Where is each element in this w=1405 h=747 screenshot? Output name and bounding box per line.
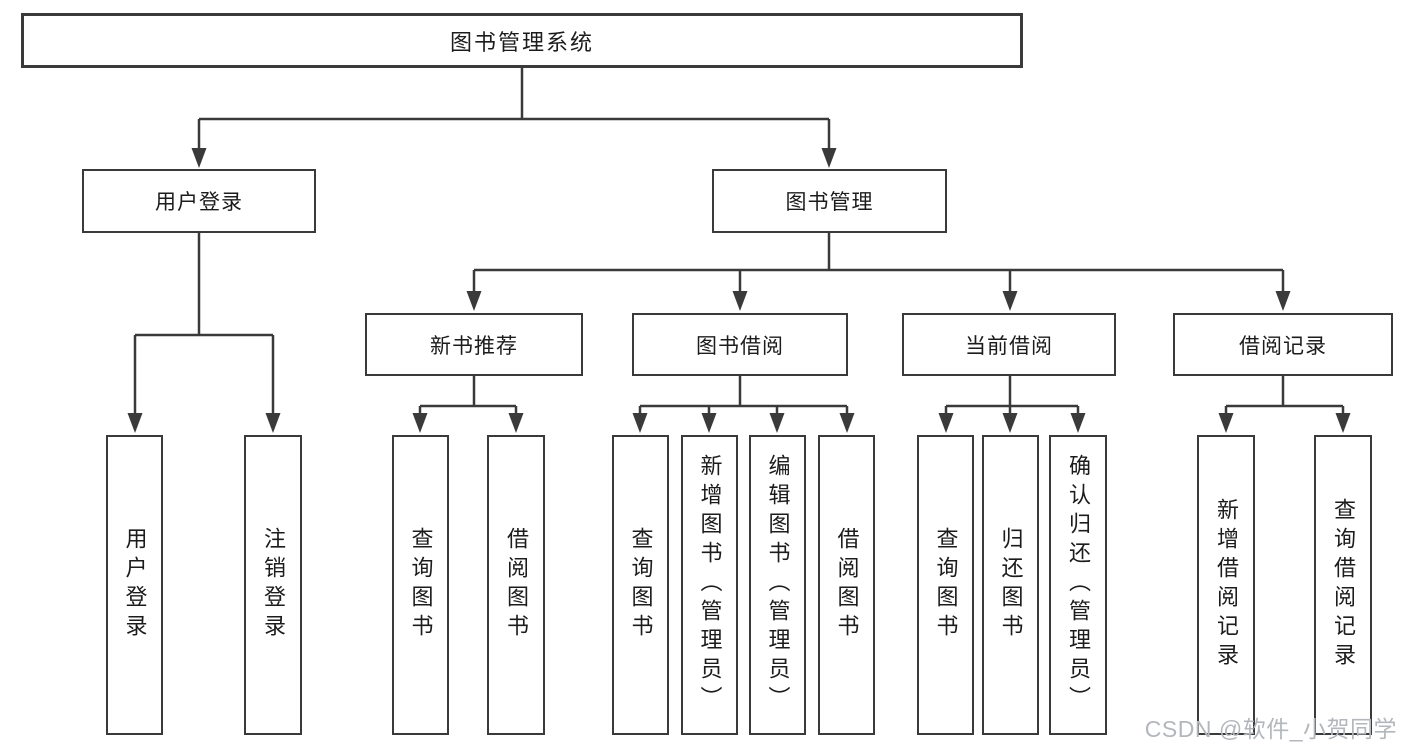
leaf-borrow-query-books: 查询图书	[612, 435, 669, 735]
node-borrowing-records: 借阅记录	[1173, 313, 1393, 376]
csdn-watermark: CSDN @软件_小贺同学	[1144, 716, 1397, 742]
node-new-book-recommendation: 新书推荐	[365, 313, 583, 376]
node-library-management-system: 图书管理系统	[21, 13, 1023, 68]
leaf-user-login: 用户登录	[106, 435, 163, 735]
connector-user-login-group	[133, 233, 275, 415]
node-user-login: 用户登录	[82, 169, 316, 233]
leaf-records-query-record: 查询借阅记录	[1314, 435, 1372, 735]
connector-book-borrow-group	[638, 376, 849, 415]
leaf-current-confirm-return-admin: 确认归还（管理员）	[1049, 435, 1107, 735]
node-book-borrowing: 图书借阅	[632, 313, 848, 376]
leaf-records-add-record: 新增借阅记录	[1197, 435, 1255, 735]
connector-root-to-level2	[197, 68, 831, 150]
leaf-current-return-books: 归还图书	[982, 435, 1039, 735]
leaf-logout: 注销登录	[244, 435, 302, 735]
leaf-borrow-edit-books-admin: 编辑图书（管理员）	[749, 435, 806, 735]
connector-current-borrow-group	[944, 376, 1080, 415]
connector-borrow-records-group	[1224, 376, 1345, 415]
connector-new-book-group	[418, 376, 518, 415]
leaf-borrow-add-books-admin: 新增图书（管理员）	[681, 435, 738, 735]
leaf-current-query-books: 查询图书	[917, 435, 974, 735]
leaf-newbook-borrow-books: 借阅图书	[487, 435, 545, 735]
node-book-management: 图书管理	[712, 169, 947, 233]
node-current-borrowing: 当前借阅	[902, 313, 1116, 376]
leaf-newbook-query-books: 查询图书	[392, 435, 449, 735]
leaf-borrow-borrow-books: 借阅图书	[818, 435, 875, 735]
connector-book-management-group	[472, 233, 1285, 293]
